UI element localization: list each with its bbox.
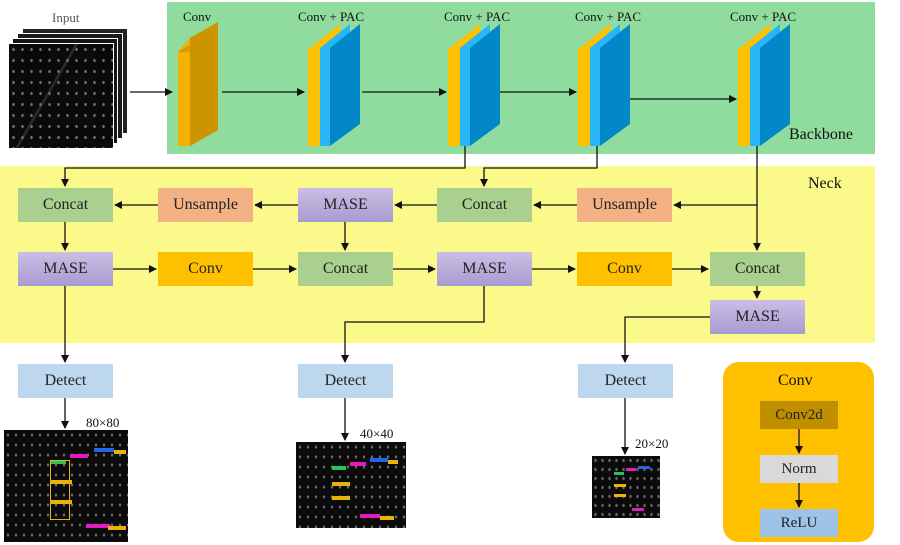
backbone-title: Backbone (789, 126, 853, 143)
scale-label-1: 80×80 (86, 415, 120, 430)
neck-mase-3: MASE (437, 252, 532, 286)
detect-head-3: Detect (578, 364, 673, 398)
neck-unsample-2: Unsample (577, 188, 672, 222)
backbone-block-3 (448, 24, 500, 146)
legend-conv2d: Conv2d (760, 401, 838, 429)
neck-concat-2: Concat (437, 188, 532, 222)
backbone-block-5 (738, 24, 790, 146)
backbone-layer-label-1: Conv (183, 9, 212, 24)
neck-concat-3: Concat (298, 252, 393, 286)
output-image-80 (4, 430, 128, 542)
input-image (8, 43, 114, 149)
input-label: Input (52, 10, 80, 25)
neck-mase-4: MASE (710, 300, 805, 334)
legend-relu: ReLU (760, 509, 838, 537)
conv-legend-title: Conv (778, 372, 813, 389)
backbone-block-2 (308, 24, 360, 146)
neck-conv-1: Conv (158, 252, 253, 286)
output-image-20 (592, 456, 660, 518)
neck-concat-1: Concat (18, 188, 113, 222)
output-image-40 (296, 442, 406, 528)
backbone-layer-label-4: Conv + PAC (575, 9, 642, 24)
input-image-stack (8, 28, 128, 149)
scale-label-3: 20×20 (635, 436, 669, 451)
backbone-block-4 (578, 24, 630, 146)
legend-norm: Norm (760, 455, 838, 483)
neck-title: Neck (808, 175, 842, 192)
detect-head-1: Detect (18, 364, 113, 398)
backbone-layer-label-5: Conv + PAC (730, 9, 797, 24)
neck-conv-2: Conv (577, 252, 672, 286)
backbone-layer-label-2: Conv + PAC (298, 9, 365, 24)
scale-label-2: 40×40 (360, 426, 394, 441)
neck-concat-4: Concat (710, 252, 805, 286)
detect-head-2: Detect (298, 364, 393, 398)
neck-mase-2: MASE (18, 252, 113, 286)
backbone-layer-label-3: Conv + PAC (444, 9, 511, 24)
backbone-block-1 (178, 22, 218, 146)
neck-unsample-1: Unsample (158, 188, 253, 222)
neck-mase-1: MASE (298, 188, 393, 222)
